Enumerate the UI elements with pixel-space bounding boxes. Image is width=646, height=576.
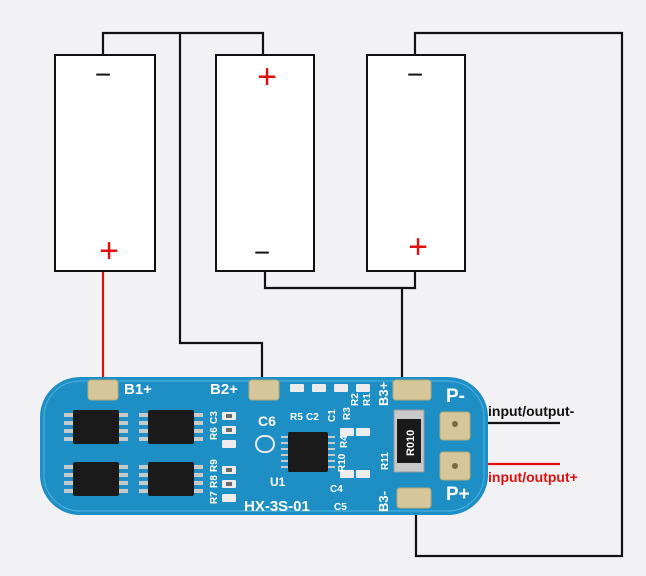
controller-ic-u1 <box>281 432 335 472</box>
pad-b2 <box>248 379 280 401</box>
label-b1-plus: B1+ <box>124 381 152 398</box>
label-c1: C1 <box>327 409 338 422</box>
label-b3-minus: B3- <box>376 491 391 512</box>
label-r5: R5 <box>290 412 303 423</box>
annotation-output-minus: input/output- <box>488 403 575 419</box>
pad-b1 <box>87 379 119 401</box>
wire-cell2-cell3 <box>263 270 417 290</box>
cell-3-bottom-sign: + <box>408 228 428 266</box>
cell-2-bottom-sign: − <box>254 237 270 268</box>
label-r2: R2 <box>350 393 361 406</box>
battery-cell-1: − + <box>54 54 156 272</box>
label-b3-plus: B3+ <box>376 381 391 406</box>
sense-resistor: R010 <box>393 409 425 473</box>
sense-resistor-label: R010 <box>405 430 417 456</box>
battery-cell-2: + − <box>215 54 315 272</box>
label-c4: C4 <box>330 484 343 495</box>
protection-board: B1+ B2+ B3+ B3- P- P+ <box>40 377 488 515</box>
mosfet-chips <box>64 410 203 496</box>
label-r4: R4 <box>339 435 350 448</box>
cell-3-top-sign: − <box>407 59 423 90</box>
cell-1-bottom-sign: + <box>99 232 119 270</box>
label-r3: R3 <box>342 407 353 420</box>
label-r1: R1 <box>362 393 373 406</box>
wire-cell1-cell2 <box>101 31 265 56</box>
battery-cell-3: − + <box>366 54 466 272</box>
label-model: HX-3S-01 <box>244 498 310 515</box>
pad-b3-plus <box>392 379 432 401</box>
label-r11: R11 <box>380 452 391 470</box>
label-c2: C2 <box>306 412 319 423</box>
label-u1: U1 <box>270 475 286 489</box>
label-r7: R7 <box>209 491 220 504</box>
mosfet-chip-4 <box>139 462 203 496</box>
cell-1-top-sign: − <box>95 59 111 90</box>
capacitor-c6 <box>255 435 275 453</box>
wire-b2-tap <box>178 33 264 382</box>
annotation-output-plus: input/output+ <box>488 469 578 485</box>
wire-cell3-b3minus <box>413 31 624 558</box>
label-b2-plus: B2+ <box>210 381 238 398</box>
cell-2-top-sign: + <box>257 58 277 96</box>
mosfet-chip-2 <box>139 410 203 444</box>
label-p-plus: P+ <box>446 484 470 505</box>
label-p-minus: P- <box>446 386 465 407</box>
label-r6: R6 <box>209 427 220 440</box>
mosfet-chip-3 <box>64 462 128 496</box>
label-c3: C3 <box>209 411 220 424</box>
silkscreen-labels: C6 U1 HX-3S-01 R11 R10 R6 C3 R8 R9 R7 R5… <box>209 393 391 515</box>
pad-b3-minus <box>396 487 432 509</box>
label-r9: R9 <box>209 459 220 472</box>
mosfet-chip-1 <box>64 410 128 444</box>
label-r10: R10 <box>337 453 348 472</box>
label-c6: C6 <box>258 413 276 429</box>
label-c5: C5 <box>334 502 347 513</box>
label-r8: R8 <box>209 475 220 488</box>
